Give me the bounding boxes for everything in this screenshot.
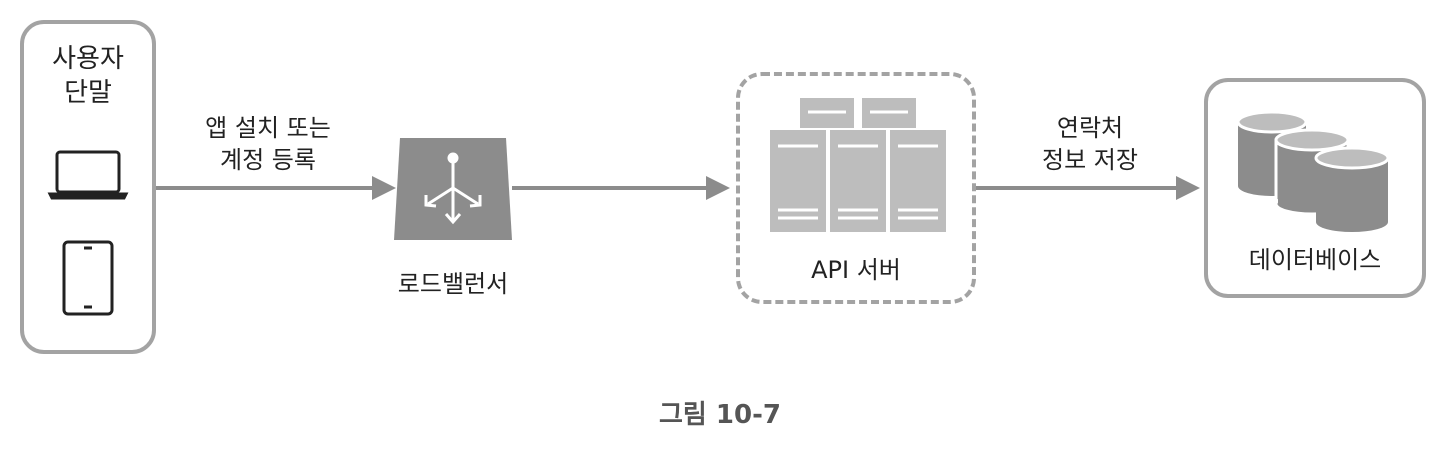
tablet-icon <box>62 240 114 316</box>
client-device-box <box>20 20 156 354</box>
arrow1-label: 앱 설치 또는 계정 등록 <box>160 112 376 176</box>
arrow-client-to-lb <box>156 176 396 200</box>
client-label-line2: 단말 <box>64 78 112 108</box>
arrow2-label-line2: 정보 저장 <box>1042 146 1138 174</box>
server-rack-icon <box>770 98 946 232</box>
arrow-api-to-db <box>976 176 1200 200</box>
laptop-icon <box>47 150 129 200</box>
client-label-line1: 사용자 <box>52 44 124 74</box>
api-server-group <box>736 72 976 304</box>
client-label: 사용자 단말 <box>20 42 156 110</box>
load-balancer-label: 로드밸런서 <box>397 270 509 298</box>
figure-caption: 그림 10-7 <box>659 400 781 430</box>
database-label: 데이터베이스 <box>1248 246 1382 274</box>
arrow2-label-line1: 연락처 <box>1056 114 1124 142</box>
api-server-label: API 서버 <box>811 256 901 284</box>
arrow-lb-to-api <box>512 176 730 200</box>
arrow2-label: 연락처 정보 저장 <box>1020 112 1160 176</box>
arrow1-label-line2: 계정 등록 <box>220 146 316 174</box>
arrow1-label-line1: 앱 설치 또는 <box>205 114 331 142</box>
database-icon <box>1236 110 1390 232</box>
load-balancer-icon <box>394 138 512 240</box>
